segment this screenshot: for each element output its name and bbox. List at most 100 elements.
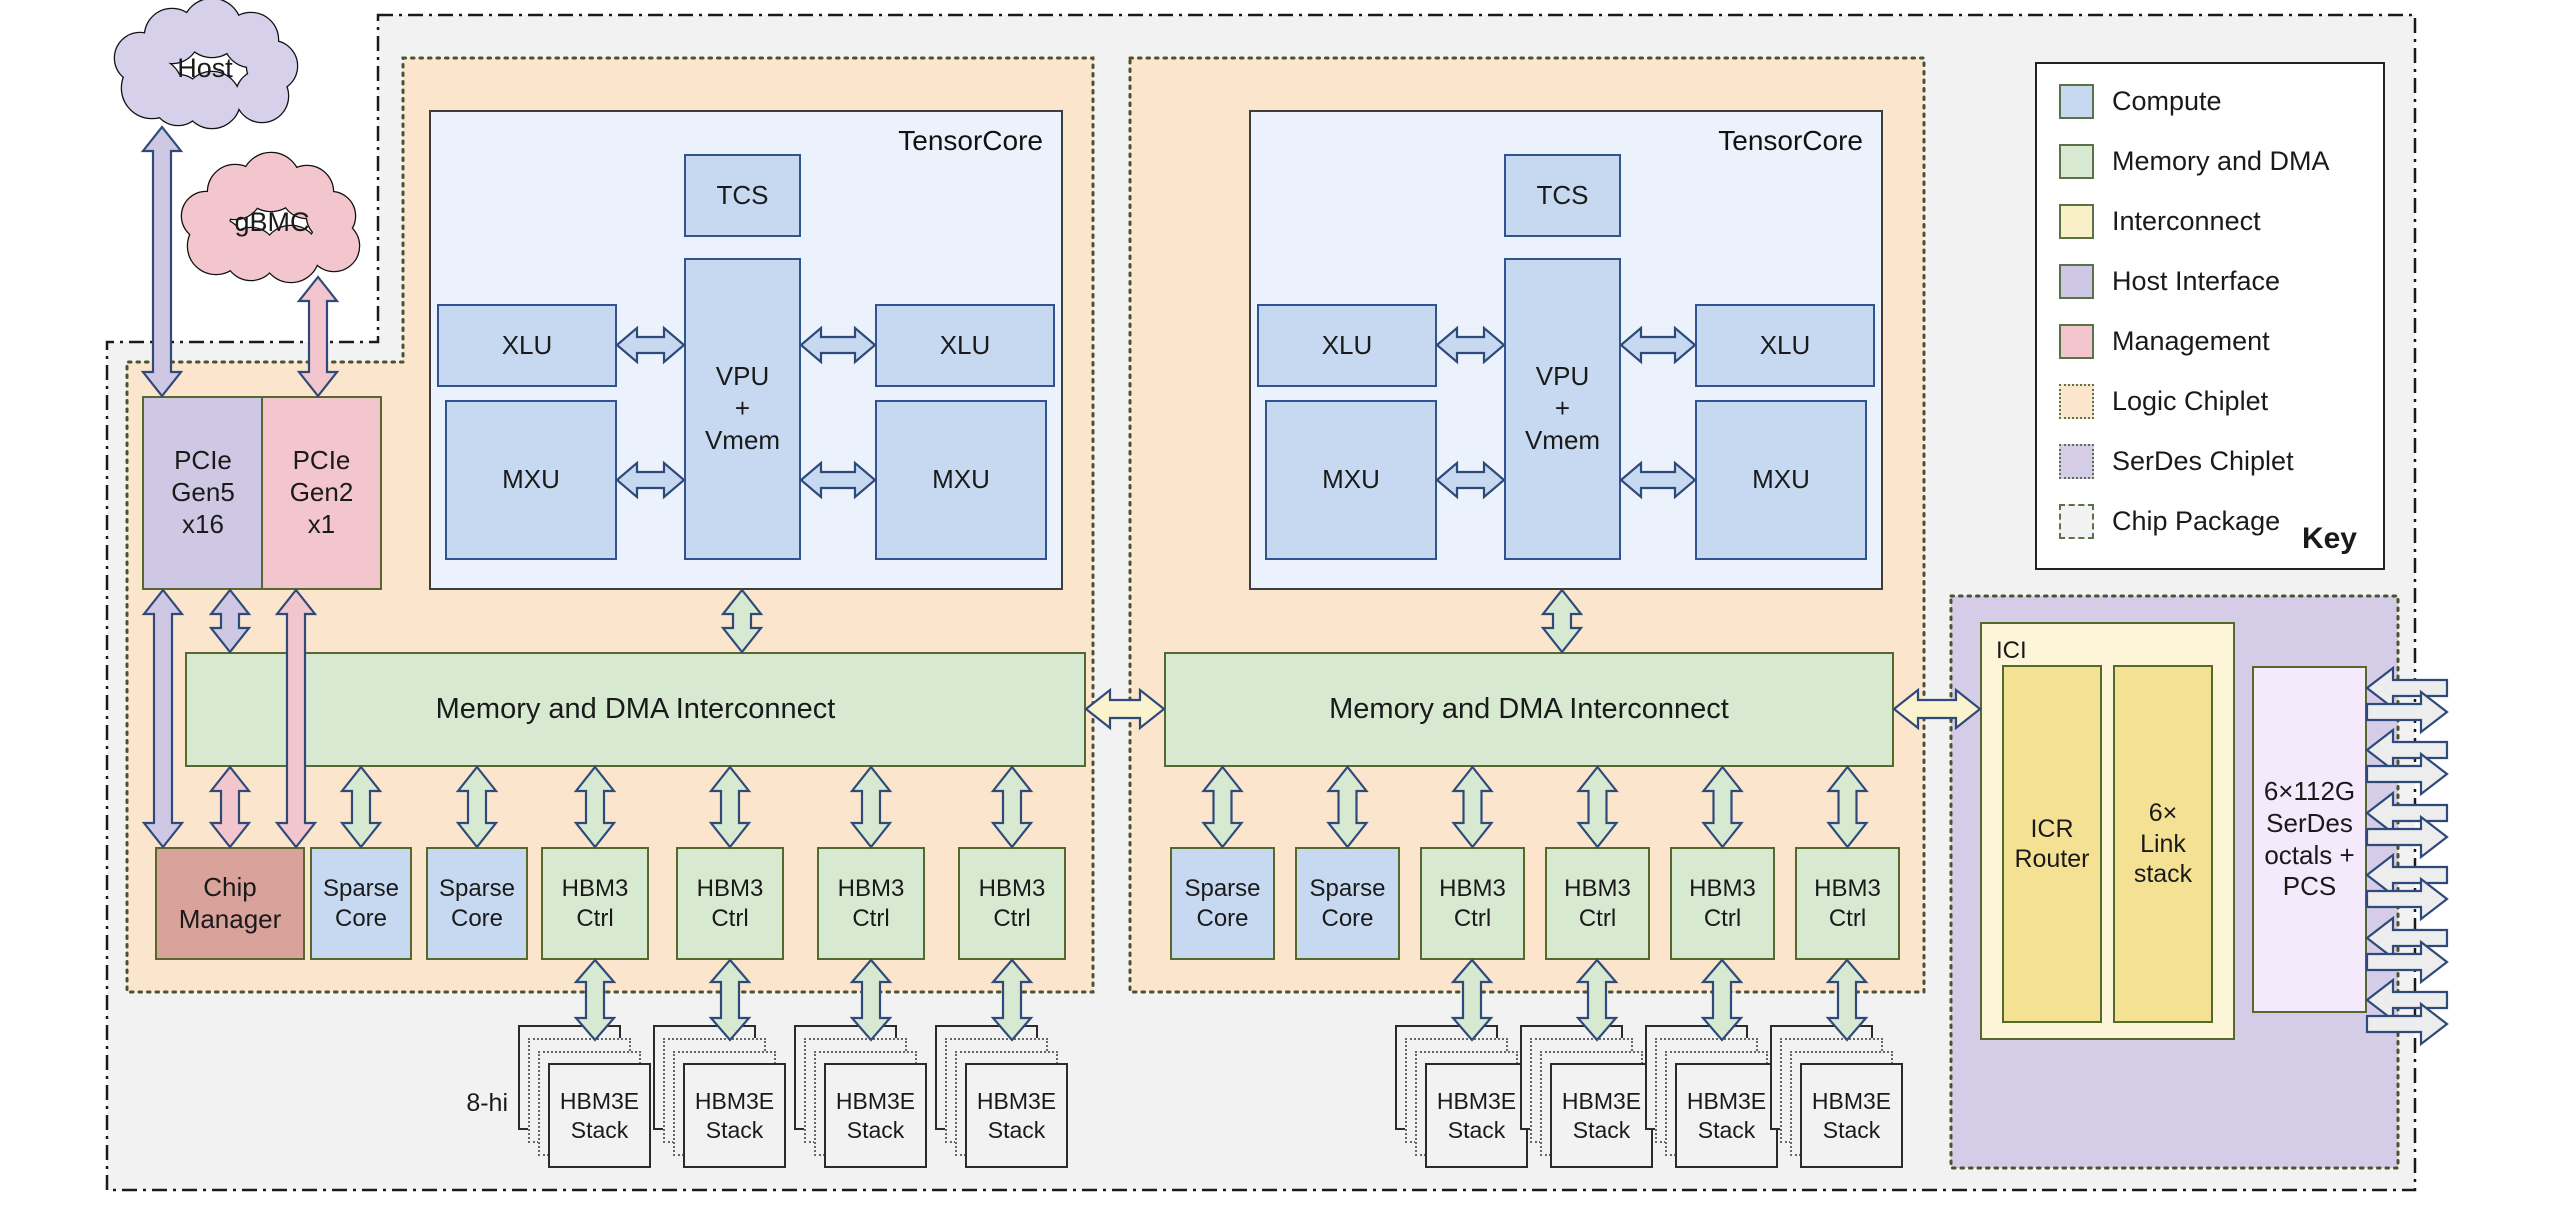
double-arrow-vertical (1540, 588, 1584, 654)
hbm3-ctrl-box-label: Ctrl (1828, 904, 1867, 932)
hbm3e-stack-label: Stack (1447, 1116, 1506, 1143)
vpu-vmem-box-label: VPU (1535, 361, 1590, 392)
hbm3e-stack-label: HBM3E (1436, 1087, 1517, 1114)
hbm3-ctrl-box-label: Ctrl (1703, 904, 1742, 932)
pcie-gen2-box-label: Gen2 (289, 477, 354, 508)
vpu-vmem-box: VPU+Vmem (684, 258, 801, 560)
hbm3-ctrl-box-label: HBM3 (696, 875, 764, 903)
xlu-right-box-label: XLU (939, 329, 991, 360)
hbm3e-stack-label: Stack (987, 1116, 1046, 1143)
legend-label: Compute (2112, 86, 2222, 116)
serdes-octals-box-label: 6×112G (2263, 776, 2356, 807)
mxu-right-box-label: MXU (932, 464, 990, 495)
double-arrow-vertical (1826, 765, 1869, 849)
hbm3e-stack-label: Stack (570, 1116, 629, 1143)
link-arrow-left (2365, 915, 2449, 961)
stack-height-label: 8-hi (466, 1088, 508, 1117)
tcs-box-label: TCS (716, 179, 769, 210)
legend-swatch (2059, 444, 2094, 479)
hbm3-ctrl-box-label: HBM3 (561, 875, 629, 903)
hbm3e-stack-label: Stack (1572, 1116, 1631, 1143)
xlu-left-box: XLU (437, 304, 617, 387)
xlu-left-box-label: XLU (501, 329, 553, 360)
vpu-vmem-box-label: + (1554, 393, 1571, 424)
legend-label: Host Interface (2112, 266, 2281, 296)
serdes-octals-box-label: octals + (2264, 839, 2355, 870)
hbm3e-stack-label: HBM3E (1561, 1087, 1642, 1114)
hbm3-ctrl-box-label: Ctrl (711, 904, 749, 932)
host-cloud-label: Host (177, 52, 233, 83)
pcie-gen5-box-label: PCIe (174, 445, 232, 476)
double-arrow-vertical (1576, 765, 1619, 849)
legend-row: Compute (2059, 84, 2222, 119)
mxu-left-box: MXU (445, 400, 617, 560)
link-arrow-right (2365, 876, 2449, 922)
gbmc-cloud-label: gBMC (234, 206, 310, 237)
legend-label: Memory and DMA (2112, 146, 2330, 176)
icr-router-box-label: Router (2014, 845, 2090, 873)
sparse-core-box-label: Core (334, 904, 388, 932)
link-arrow-left (2365, 977, 2449, 1023)
link-arrow-left (2365, 727, 2449, 773)
legend-row: Interconnect (2059, 204, 2261, 239)
memory-dma-interconnect-bar-2-label: Memory and DMA Interconnect (1329, 692, 1729, 725)
legend-row: Logic Chiplet (2059, 384, 2268, 419)
hbm3e-stack-label: HBM3E (835, 1087, 916, 1114)
hbm3e-stack-label: HBM3E (1686, 1087, 1767, 1114)
legend-row: Host Interface (2059, 264, 2280, 299)
hbm3e-stack-label: Stack (1697, 1116, 1756, 1143)
double-arrow-vertical (296, 275, 340, 398)
double-arrow-vertical (849, 765, 893, 849)
double-arrow-horizontal (1892, 687, 1982, 731)
icr-router-box-label: ICR (2030, 814, 2074, 843)
link-arrow-right (2365, 814, 2449, 860)
vpu-vmem-box-label: Vmem (704, 424, 781, 455)
hbm3e-stack-label: HBM3E (976, 1087, 1057, 1114)
vpu-vmem-box-label: Vmem (1524, 424, 1601, 455)
double-arrow-vertical (1701, 765, 1744, 849)
double-arrow-vertical (1451, 765, 1494, 849)
legend-row: Chip Package (2059, 504, 2280, 539)
memory-dma-interconnect-bar-2: Memory and DMA Interconnect (1164, 652, 1894, 767)
double-arrow-vertical (708, 765, 752, 849)
mxu-left-box-label: MXU (502, 464, 560, 495)
legend-swatch (2059, 324, 2094, 359)
tensorcore-title: TensorCore (1718, 125, 1863, 156)
hbm3-ctrl-box-label: Ctrl (1578, 904, 1617, 932)
vpu-vmem-box: VPU+Vmem (1504, 258, 1621, 560)
tcs-box: TCS (1504, 154, 1621, 237)
chip-manager-box-label: Manager (178, 903, 282, 934)
legend-row: SerDes Chiplet (2059, 444, 2294, 479)
legend-swatch (2059, 384, 2094, 419)
sparse-core-box-label: Sparse (1184, 875, 1261, 903)
hbm3-ctrl-box-label: Ctrl (576, 904, 614, 932)
legend-label: Logic Chiplet (2112, 386, 2269, 416)
double-arrow-vertical (208, 588, 252, 654)
vpu-vmem-box-label: + (734, 393, 751, 424)
xlu-left-box: XLU (1257, 304, 1437, 387)
legend-title: Key (2301, 522, 2357, 555)
sparse-core-box-label: Core (1321, 904, 1374, 932)
double-arrow-horizontal (1084, 687, 1166, 731)
hbm3e-stack-label: Stack (1822, 1116, 1881, 1143)
chip-manager-box-label: Chip (203, 871, 257, 902)
legend-swatch (2059, 204, 2094, 239)
